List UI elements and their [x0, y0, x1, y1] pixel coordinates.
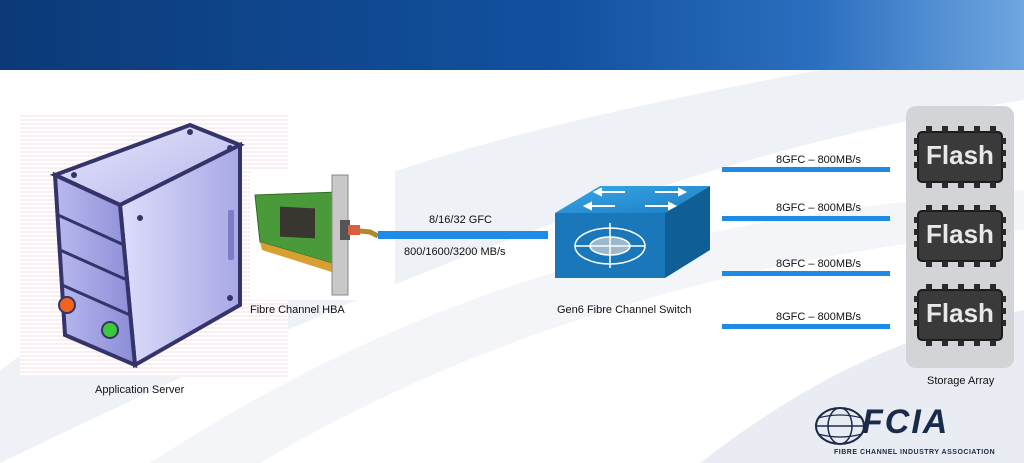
fcia-globe-icon: [815, 407, 865, 445]
flash-link-label-2: 8GFC – 800MB/s: [776, 202, 861, 214]
link-speed-label: 8/16/32 GFC: [429, 214, 492, 226]
flash-module-icon: [914, 126, 1006, 188]
hba-switch-link: [378, 231, 548, 239]
flash-link-2: [722, 216, 890, 221]
flash-link-1: [722, 167, 890, 172]
flash-link-3: [722, 271, 890, 276]
hba-card-icon: [254, 174, 380, 296]
hba-label: Fibre Channel HBA: [250, 304, 345, 316]
flash-link-label-1: 8GFC – 800MB/s: [776, 154, 861, 166]
flash-module-label-1: Flash: [926, 140, 994, 170]
switch-icon: [555, 186, 710, 278]
flash-module-icon: [914, 205, 1006, 267]
server-label: Application Server: [95, 384, 185, 396]
server-icon: [49, 122, 245, 369]
storage-label: Storage Array: [927, 375, 995, 387]
link-throughput-label: 800/1600/3200 MB/s: [404, 246, 506, 258]
switch-label: Gen6 Fibre Channel Switch: [557, 304, 692, 316]
fcia-logo-subtitle: FIBRE CHANNEL INDUSTRY ASSOCIATION: [834, 449, 996, 456]
header-band: [0, 0, 1024, 70]
flash-module-label-2: Flash: [926, 219, 994, 249]
flash-module-label-3: Flash: [926, 298, 994, 328]
flash-link-label-3: 8GFC – 800MB/s: [776, 258, 861, 270]
flash-module-icon: [914, 284, 1006, 346]
flash-link-label-4: 8GFC – 800MB/s: [776, 311, 861, 323]
flash-link-4: [722, 324, 890, 329]
fcia-logo-wordmark: FCIA: [862, 403, 950, 441]
